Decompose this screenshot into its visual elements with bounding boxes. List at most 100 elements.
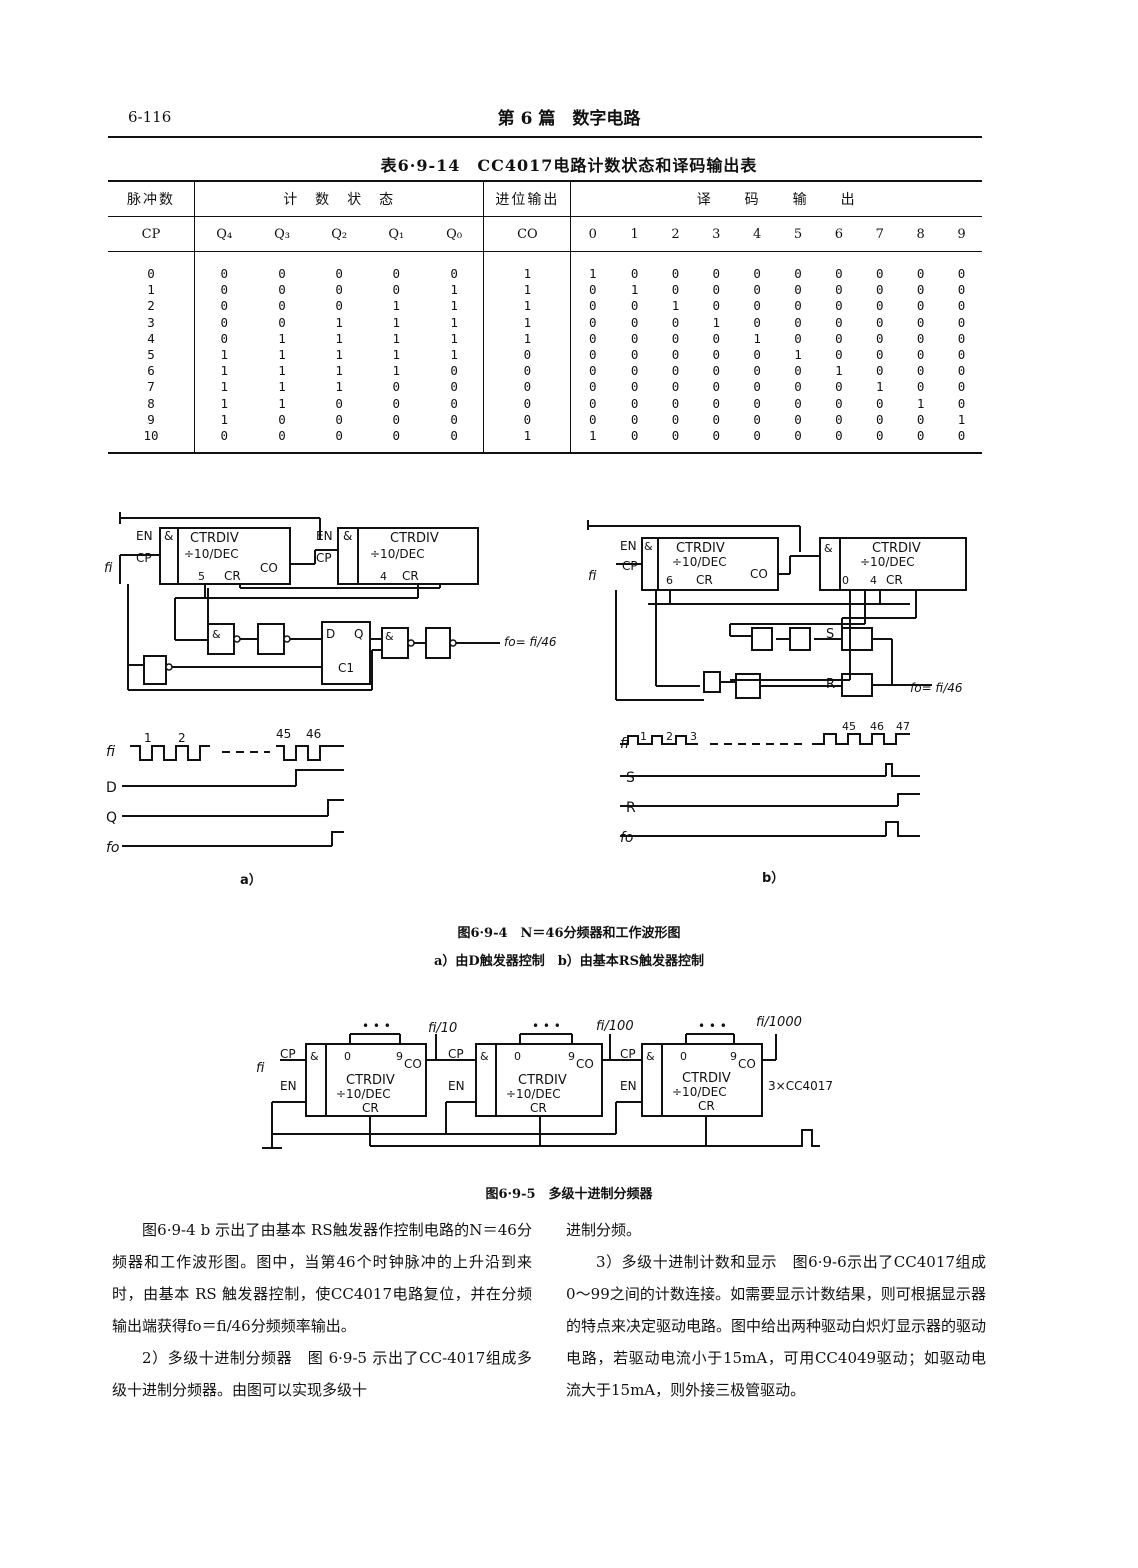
chip-sub-5-2: ÷10/DEC bbox=[506, 1087, 561, 1101]
table-cell: 0 bbox=[957, 395, 966, 411]
pin-9-5-3: 9 bbox=[730, 1050, 737, 1063]
table-cell: 0 bbox=[392, 379, 401, 395]
table-cell: 4 bbox=[147, 330, 155, 346]
table-cell: 8 bbox=[147, 395, 155, 411]
pin-out-b1: 6 bbox=[666, 574, 673, 587]
chip-name-b2: CTRDIV bbox=[872, 541, 921, 556]
table-cell: 0 bbox=[916, 347, 925, 363]
table-cell: 0 bbox=[835, 266, 843, 282]
col-subheader: Q₄ bbox=[194, 216, 254, 252]
table-cell: 0 bbox=[875, 266, 884, 282]
table-cell: 0 bbox=[335, 395, 343, 411]
table-cell: 0 bbox=[916, 298, 925, 314]
and-gate-a: & bbox=[212, 628, 221, 641]
output-fi-10: fi/10 bbox=[428, 1021, 457, 1036]
table-cell: 0 bbox=[392, 282, 401, 298]
pin-out-a2: 4 bbox=[380, 570, 387, 583]
table-cell: 0 bbox=[450, 411, 458, 427]
table-cell: 0 bbox=[859, 427, 901, 455]
dff-d: D bbox=[326, 627, 335, 641]
table-cell: 0 bbox=[753, 298, 761, 314]
input-label-a: fi bbox=[104, 561, 113, 576]
table-cell: 0 bbox=[253, 427, 311, 455]
table-cell: 0 bbox=[671, 411, 680, 427]
table-cell: 0 bbox=[916, 411, 925, 427]
dff-q: Q bbox=[354, 627, 363, 641]
chip-sub-a1: ÷10/DEC bbox=[184, 547, 239, 561]
table-cell: 0 bbox=[194, 427, 254, 455]
rs-r: R bbox=[826, 677, 835, 692]
table-cell: 0 bbox=[794, 314, 802, 330]
dff-clk: C1 bbox=[338, 661, 354, 675]
and-gate-a2: & bbox=[385, 630, 394, 643]
chip-sub-5-3: ÷10/DEC bbox=[672, 1085, 727, 1099]
pin-en-5-1: EN bbox=[280, 1079, 297, 1093]
table-cell: 1 bbox=[630, 282, 639, 298]
pulse-b-46: 46 bbox=[870, 720, 884, 733]
table-cell: 0 bbox=[916, 282, 925, 298]
table-cell: 0 bbox=[916, 314, 925, 330]
pin-cp-b1: CP bbox=[622, 559, 638, 573]
table-cell: 1 bbox=[712, 314, 721, 330]
chip-name-5-1: CTRDIV bbox=[346, 1073, 395, 1088]
table-cell: 1 bbox=[450, 347, 458, 363]
pin-en-5-3: EN bbox=[620, 1079, 637, 1093]
chip-name-a1: CTRDIV bbox=[190, 531, 239, 546]
sub-label-a: a） bbox=[240, 872, 262, 888]
table-cell: 0 bbox=[712, 363, 721, 379]
table-cell: 0 bbox=[875, 314, 884, 330]
table-cell: 0 bbox=[194, 251, 254, 283]
table-cell: 0 bbox=[835, 379, 843, 395]
table-cell: 0 bbox=[957, 298, 966, 314]
table-cell: 0 bbox=[194, 298, 254, 315]
table-cell: 0 bbox=[630, 266, 639, 282]
table-cell: 0 bbox=[712, 298, 721, 314]
pin-0-5-1: 0 bbox=[344, 1050, 351, 1063]
wave-a-fo: fo bbox=[106, 840, 120, 856]
table-cell: 0 bbox=[614, 427, 656, 455]
pin-and-a1: & bbox=[164, 529, 173, 543]
pulse-b-2: 2 bbox=[666, 730, 673, 743]
table-cell: 0 bbox=[712, 395, 721, 411]
table-cell: 1 bbox=[450, 298, 458, 314]
chip-sub-5-1: ÷10/DEC bbox=[336, 1087, 391, 1101]
table-cell: 0 bbox=[916, 330, 925, 346]
chip-count-label: 3×CC4017 bbox=[768, 1079, 833, 1093]
table-cell: 0 bbox=[835, 395, 843, 411]
table-cell: 1 bbox=[794, 347, 802, 363]
table-cell: 0 bbox=[875, 395, 884, 411]
table-cell: 0 bbox=[671, 266, 680, 282]
table-cell: 0 bbox=[957, 282, 966, 298]
table-cell: 0 bbox=[753, 266, 761, 282]
table-cell: 0 bbox=[671, 282, 680, 298]
table-cell: 0 bbox=[630, 347, 639, 363]
table-cell: 1 bbox=[392, 330, 401, 346]
table-cell: 0 bbox=[483, 395, 571, 412]
table-cell: 1 bbox=[450, 314, 458, 330]
paragraph-right-2: 3）多级十进制计数和显示 图6·9-6示出了CC4017组成 0～99之间的计数… bbox=[566, 1253, 987, 1399]
table-cell: 1 bbox=[570, 251, 615, 283]
table-cell: 0 bbox=[777, 427, 819, 455]
col-subheader: 1 bbox=[614, 216, 656, 252]
pin-and-5-3: & bbox=[646, 1050, 655, 1063]
table-cell: 0 bbox=[753, 347, 761, 363]
table-cell: 0 bbox=[278, 282, 286, 298]
wave-b-s: S bbox=[626, 770, 635, 786]
table-cell: 0 bbox=[957, 314, 966, 330]
pulse-b-1: 1 bbox=[640, 730, 647, 743]
table-cell: 0 bbox=[570, 346, 615, 364]
wave-a-q: Q bbox=[106, 810, 117, 826]
table-title: 表6·9-14 CC4017电路计数状态和译码输出表 bbox=[380, 156, 758, 175]
figure-4-subcaption: a）由D触发器控制 b）由基本RS触发器控制 bbox=[434, 954, 704, 969]
figure-4b-circuit: CTRDIV ÷10/DEC CTRDIV ÷10/DEC EN CP & CO… bbox=[587, 520, 967, 886]
table-cell: 1 bbox=[278, 330, 286, 346]
figure-4-caption: 图6·9-4 N＝46分频器和工作波形图 bbox=[457, 926, 681, 941]
table-cell: 0 bbox=[712, 282, 721, 298]
table-cell: 0 bbox=[794, 379, 802, 395]
wave-b-fi: fi bbox=[620, 736, 629, 752]
